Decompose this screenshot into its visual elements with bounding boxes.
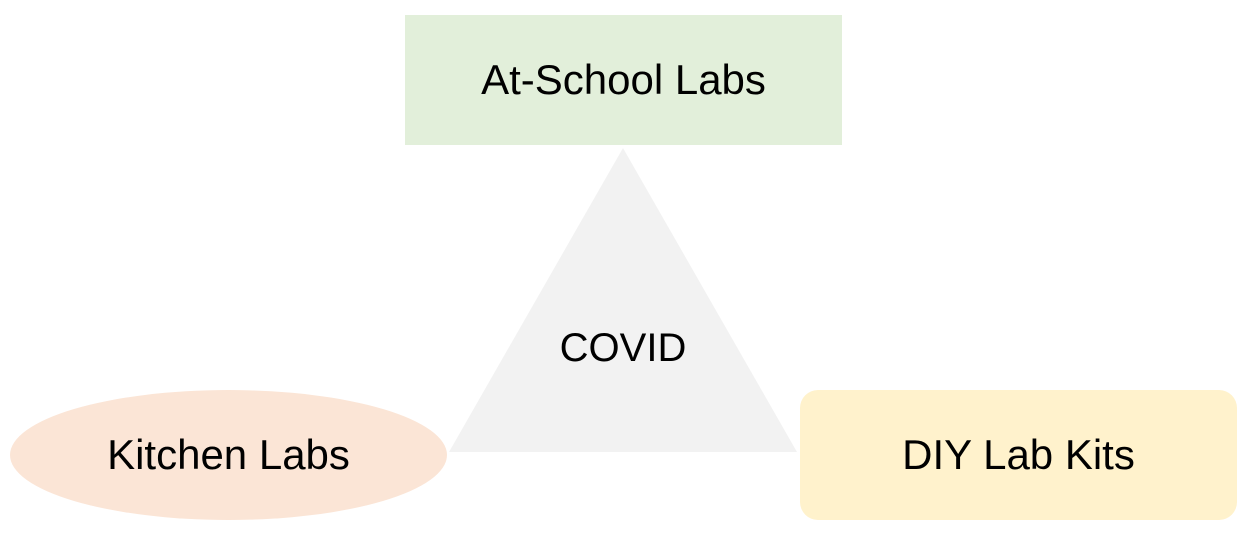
diy-lab-kits-box: DIY Lab Kits [800,390,1237,520]
at-school-labs-label: At-School Labs [481,56,766,103]
at-school-labs-box: At-School Labs [405,15,842,145]
covid-label: COVID [559,325,687,370]
kitchen-labs-ellipse: Kitchen Labs [10,390,447,520]
covid-triangle-shape [449,148,797,452]
diy-lab-kits-label: DIY Lab Kits [902,431,1135,478]
kitchen-labs-label: Kitchen Labs [107,431,350,478]
